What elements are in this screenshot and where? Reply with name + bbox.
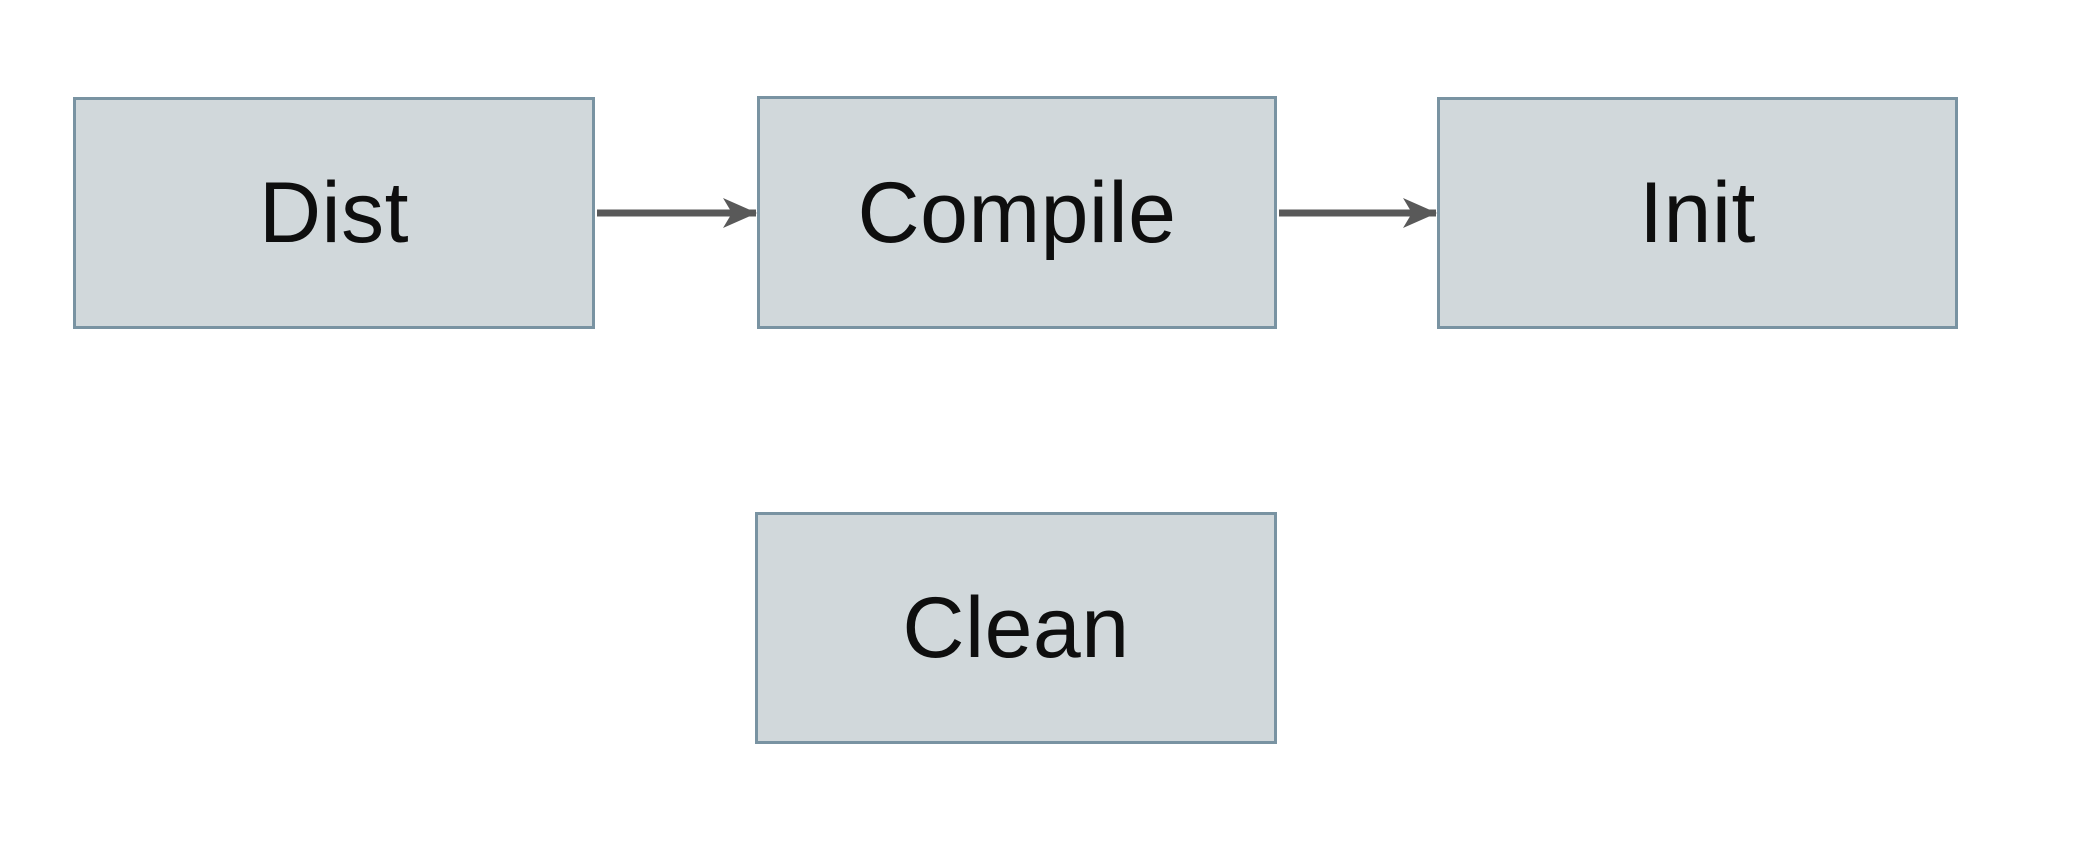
node-clean: Clean: [755, 512, 1277, 744]
node-clean-label: Clean: [902, 580, 1130, 676]
node-init-label: Init: [1639, 165, 1756, 261]
node-init: Init: [1437, 97, 1958, 329]
node-compile: Compile: [757, 96, 1277, 329]
node-dist-label: Dist: [258, 165, 410, 261]
node-compile-label: Compile: [857, 164, 1177, 261]
node-dist: Dist: [73, 97, 595, 329]
